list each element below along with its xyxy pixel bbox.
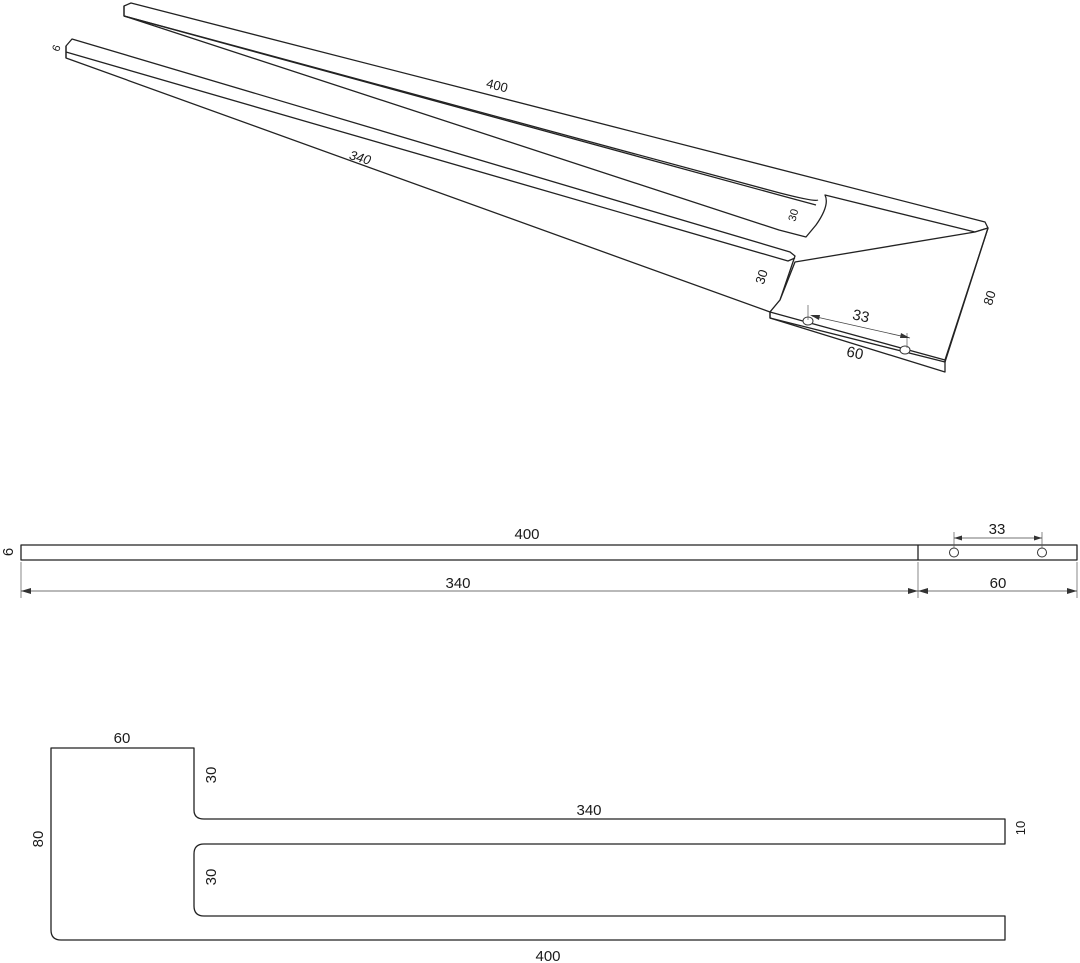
top-label-340: 340 <box>576 802 601 819</box>
side-label-6: 6 <box>0 548 17 556</box>
top-label-400: 400 <box>535 948 560 963</box>
iso-lower-arm-top-face <box>65 38 796 313</box>
side-dim-60-arrow-right <box>1067 588 1077 594</box>
side-label-400: 400 <box>514 526 539 543</box>
side-dim-340-arrow-right <box>908 588 918 594</box>
side-view: 6 400 340 33 60 <box>0 521 1078 598</box>
top-label-80: 80 <box>30 831 47 848</box>
side-hole-right <box>1037 547 1047 558</box>
iso-label-340: 340 <box>348 147 374 168</box>
iso-dim-33-arrow-right <box>900 333 910 338</box>
side-label-340: 340 <box>445 575 470 592</box>
iso-label-33: 33 <box>851 306 871 326</box>
side-dim-33-arrow-left <box>954 535 962 541</box>
side-bar-outline <box>20 544 1078 561</box>
top-label-10: 10 <box>1013 821 1028 835</box>
side-label-60: 60 <box>990 575 1007 592</box>
top-view: 60 30 340 10 80 30 400 <box>30 730 1028 963</box>
iso-label-400: 400 <box>485 76 510 96</box>
top-label-30-lower: 30 <box>203 869 220 886</box>
iso-lower-arm-edge-line <box>65 46 796 262</box>
side-hole-left <box>949 547 959 558</box>
top-label-60: 60 <box>114 730 131 747</box>
iso-end-block-outline <box>769 227 989 373</box>
iso-label-30-lower: 30 <box>752 268 771 286</box>
side-label-33: 33 <box>989 521 1006 538</box>
iso-label-60: 60 <box>845 343 865 363</box>
iso-end-block-top <box>769 227 989 363</box>
iso-upper-arm-edge-line <box>123 6 817 206</box>
iso-dim-33-line <box>811 315 911 339</box>
side-dim-33-arrow-right <box>1034 535 1042 541</box>
iso-label-80: 80 <box>980 289 999 307</box>
top-outline <box>50 747 1006 941</box>
side-dim-340-arrow-left <box>21 588 31 594</box>
iso-upper-arm-inner-line <box>123 15 819 201</box>
iso-hole-right <box>899 345 911 355</box>
iso-dim-33-arrow-left <box>810 315 820 320</box>
top-label-30-upper: 30 <box>203 767 220 784</box>
side-dim-60-arrow-left <box>918 588 928 594</box>
isometric-view: 400 340 6 30 30 80 33 60 <box>50 2 999 373</box>
iso-label-30-upper: 30 <box>787 208 802 223</box>
iso-label-6: 6 <box>50 43 63 53</box>
